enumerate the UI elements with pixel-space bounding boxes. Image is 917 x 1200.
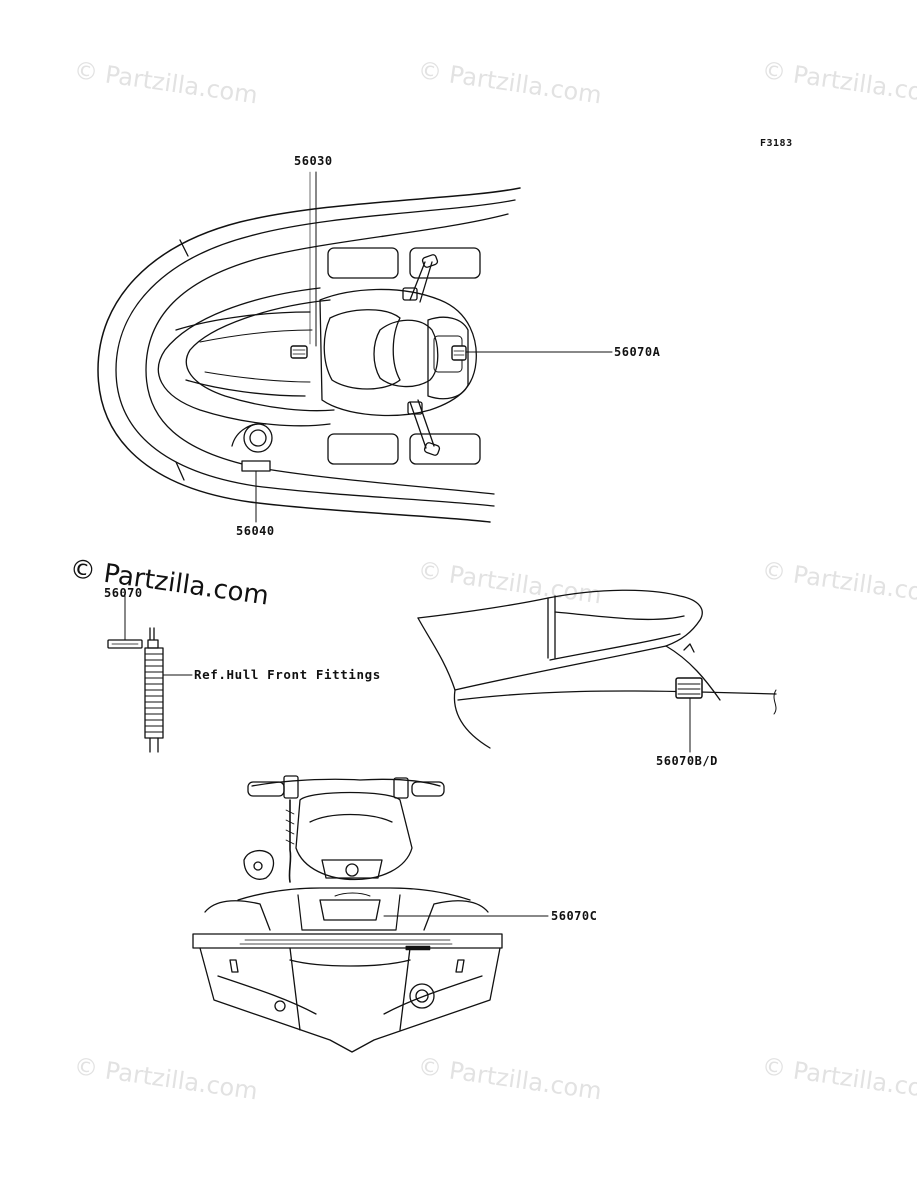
reference-note: Ref.Hull Front Fittings: [194, 667, 381, 682]
top-view-hull: [97, 171, 613, 523]
rear-view: [192, 775, 549, 1053]
part-label-56030[interactable]: 56030: [294, 154, 333, 168]
part-label-56070[interactable]: 56070: [104, 586, 143, 600]
front-fittings: [107, 595, 193, 753]
part-label-56070BD[interactable]: 56070B/D: [656, 754, 718, 768]
figure-code: F3183: [760, 138, 793, 149]
side-view-seat: [417, 589, 777, 753]
part-label-56070A[interactable]: 56070A: [614, 345, 661, 359]
part-label-56040[interactable]: 56040: [236, 524, 275, 538]
part-label-56070C[interactable]: 56070C: [551, 909, 598, 923]
